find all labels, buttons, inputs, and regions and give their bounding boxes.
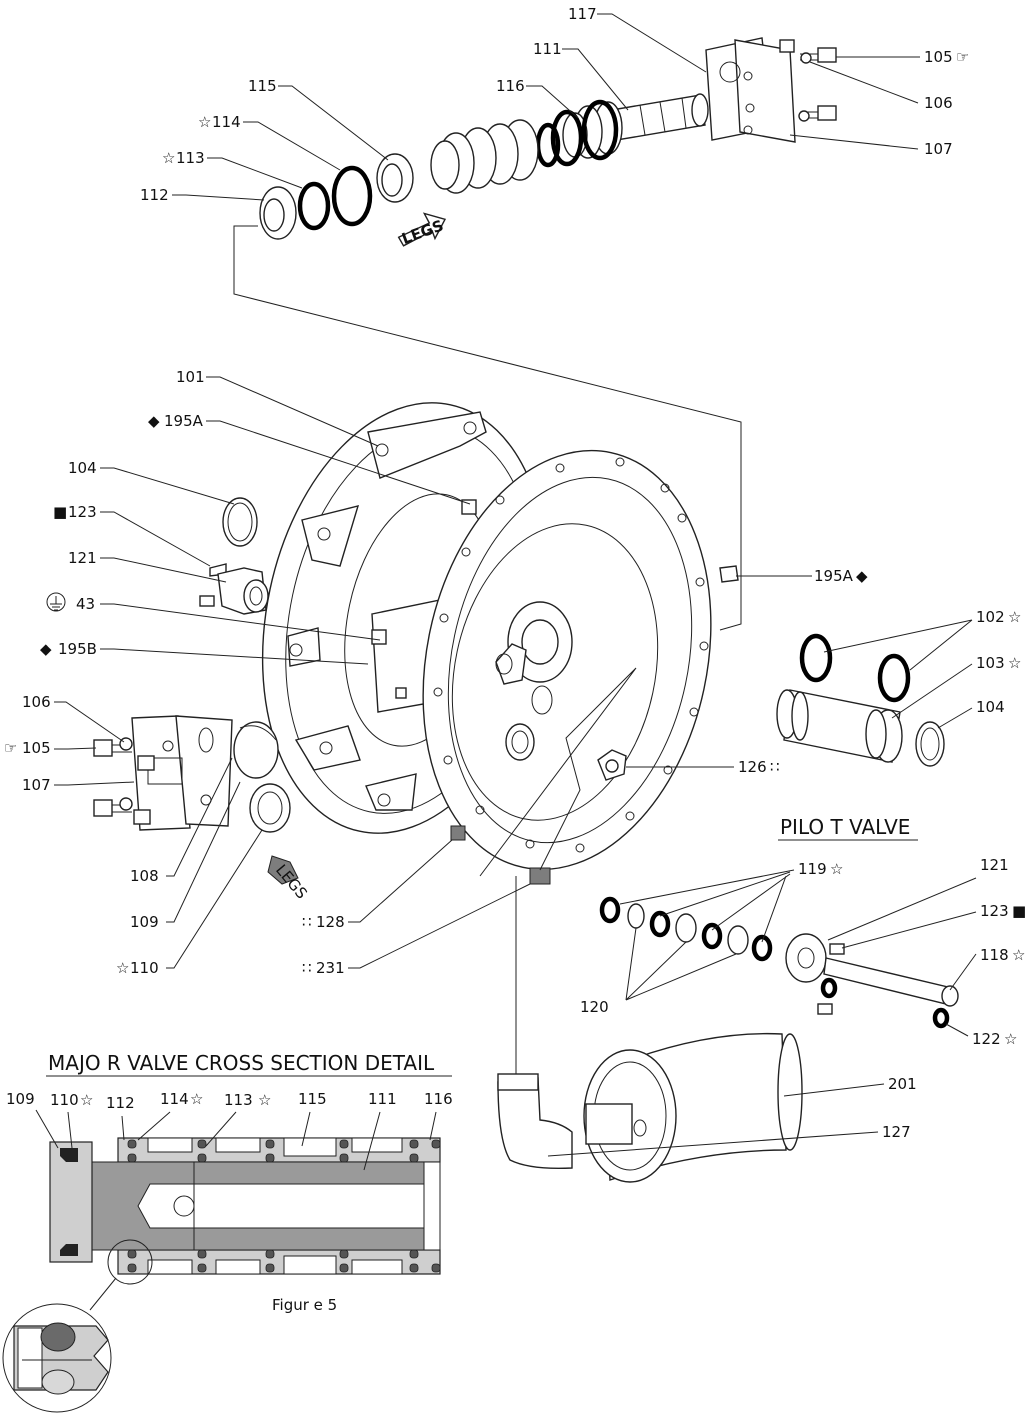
callout-114: 114 bbox=[212, 113, 241, 131]
callout-117: 117 bbox=[568, 5, 597, 23]
pump-housing bbox=[261, 402, 739, 885]
callout-126-symbol: ∷ bbox=[770, 758, 780, 776]
left-parts: LEGS bbox=[93, 497, 311, 902]
callout-103: 103 bbox=[976, 654, 1005, 672]
callout-43: 43 bbox=[76, 595, 95, 613]
xsec-112: 112 bbox=[106, 1094, 135, 1112]
callout-195a-right: 195A bbox=[814, 567, 854, 585]
callout-120: 120 bbox=[580, 998, 609, 1016]
callout-195a-symbol: ◆ bbox=[148, 412, 160, 430]
callout-104: 104 bbox=[68, 459, 97, 477]
callout-106-left: 106 bbox=[22, 693, 51, 711]
callout-119: 119 bbox=[798, 860, 827, 878]
major-valve-exploded: LEGS bbox=[259, 37, 837, 248]
callout-231-symbol: ∷ bbox=[302, 959, 312, 977]
callout-123: 123 bbox=[68, 503, 97, 521]
pilot-valve bbox=[599, 896, 959, 1029]
callout-109: 109 bbox=[130, 913, 159, 931]
callout-121-pilot: 121 bbox=[980, 856, 1009, 874]
callout-110-symbol: ☆ bbox=[116, 959, 129, 977]
callout-102: 102 bbox=[976, 608, 1005, 626]
callout-114-symbol: ☆ bbox=[198, 113, 211, 131]
callout-116: 116 bbox=[496, 77, 525, 95]
callout-122: 122 bbox=[972, 1030, 1001, 1048]
xsec-113: 113 bbox=[224, 1091, 253, 1109]
callout-107-left: 107 bbox=[22, 776, 51, 794]
callout-102-symbol: ☆ bbox=[1008, 608, 1021, 626]
callout-112: 112 bbox=[140, 186, 169, 204]
callout-108: 108 bbox=[130, 867, 159, 885]
callout-105-symbol: ☞ bbox=[956, 48, 969, 66]
xsec-110: 110 bbox=[50, 1091, 79, 1109]
callout-111: 111 bbox=[533, 40, 562, 58]
callout-126: 126 bbox=[738, 758, 767, 776]
callout-128: 128 bbox=[316, 913, 345, 931]
callout-122-symbol: ☆ bbox=[1004, 1030, 1017, 1048]
callout-118-symbol: ☆ bbox=[1012, 946, 1025, 964]
callout-123-pilot-symbol: ■ bbox=[1012, 902, 1026, 920]
main-callouts: 101 ◆ 195A 104 ■ 123 121 43 ◆ 195B 195A … bbox=[4, 368, 1026, 1157]
callout-201: 201 bbox=[888, 1075, 917, 1093]
callout-101: 101 bbox=[176, 368, 205, 386]
xsec-116: 116 bbox=[424, 1090, 453, 1108]
callout-123-pilot: 123 bbox=[980, 902, 1009, 920]
figure-caption: Figur e 5 bbox=[272, 1296, 337, 1314]
callout-110: 110 bbox=[130, 959, 159, 977]
cross-section-detail: MAJO R VALVE CROSS SECTION DETAIL bbox=[2, 1051, 453, 1413]
xsec-114: 114 bbox=[160, 1090, 189, 1108]
right-valve-tube bbox=[776, 633, 945, 767]
callout-113-symbol: ☆ bbox=[162, 149, 175, 167]
top-callouts: 117 111 116 115 ☆ 114 ☆ 113 112 105 ☞ 10… bbox=[140, 5, 969, 631]
callout-115: 115 bbox=[248, 77, 277, 95]
callout-105-left-symbol: ☞ bbox=[4, 739, 17, 757]
legs-arrow-left-label: LEGS bbox=[272, 861, 311, 902]
xsec-114-symbol: ☆ bbox=[190, 1090, 203, 1108]
callout-113: 113 bbox=[176, 149, 205, 167]
callout-128-symbol: ∷ bbox=[302, 913, 312, 931]
callout-104-right: 104 bbox=[976, 698, 1005, 716]
callout-107: 107 bbox=[924, 140, 953, 158]
callout-119-symbol: ☆ bbox=[830, 860, 843, 878]
callout-121: 121 bbox=[68, 549, 97, 567]
callout-195a-right-symbol: ◆ bbox=[856, 567, 868, 585]
callout-106: 106 bbox=[924, 94, 953, 112]
cross-section-title: MAJO R VALVE CROSS SECTION DETAIL bbox=[48, 1051, 435, 1075]
xsec-110-symbol: ☆ bbox=[80, 1091, 93, 1109]
legs-arrow-top-label: LEGS bbox=[399, 216, 445, 248]
callout-118: 118 bbox=[980, 946, 1009, 964]
muffler-and-elbow bbox=[497, 876, 803, 1183]
callout-105: 105 bbox=[924, 48, 953, 66]
callout-123-symbol: ■ bbox=[53, 503, 67, 521]
xsec-109: 109 bbox=[6, 1090, 35, 1108]
callout-195b-symbol: ◆ bbox=[40, 640, 52, 658]
callout-127: 127 bbox=[882, 1123, 911, 1141]
callout-231: 231 bbox=[316, 959, 345, 977]
callout-103-symbol: ☆ bbox=[1008, 654, 1021, 672]
pilot-valve-title: PILO T VALVE bbox=[780, 815, 910, 839]
xsec-115: 115 bbox=[298, 1090, 327, 1108]
callout-195a: 195A bbox=[164, 412, 204, 430]
xsec-111: 111 bbox=[368, 1090, 397, 1108]
xsec-113-symbol: ☆ bbox=[258, 1091, 271, 1109]
callout-105-left: 105 bbox=[22, 739, 51, 757]
callout-195b: 195B bbox=[58, 640, 97, 658]
